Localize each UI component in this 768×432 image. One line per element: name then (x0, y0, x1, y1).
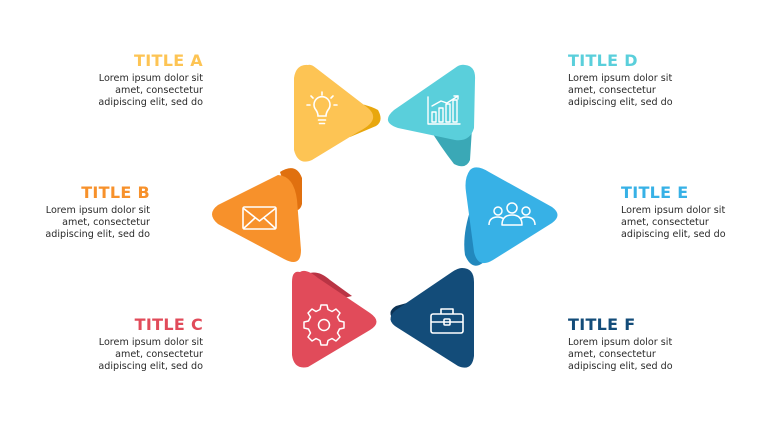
item-a-label: TITLE A Lorem ipsum dolor sit amet, cons… (3, 51, 203, 110)
item-c-title: TITLE C (134, 315, 203, 334)
lightbulb-icon (306, 91, 338, 125)
item-a-title: TITLE A (134, 51, 203, 70)
item-c-text: Lorem ipsum dolor sit amet, consectetur … (98, 337, 203, 373)
item-e-text: Lorem ipsum dolor sit amet, consectetur … (621, 205, 726, 241)
briefcase-icon (430, 308, 464, 334)
segment-e (464, 167, 558, 266)
item-f-title: TITLE F (568, 315, 636, 334)
item-d-text: Lorem ipsum dolor sit amet, consectetur … (568, 73, 673, 109)
segment-b (212, 168, 302, 262)
item-d-title: TITLE D (568, 51, 638, 70)
gear-icon (303, 304, 345, 346)
item-f-text: Lorem ipsum dolor sit amet, consectetur … (568, 337, 673, 373)
segment-a (294, 64, 381, 162)
item-b-title: TITLE B (81, 183, 150, 202)
segment-c (292, 270, 377, 368)
item-e-label: TITLE E Lorem ipsum dolor sit amet, cons… (621, 183, 768, 242)
users-icon (488, 202, 536, 226)
item-d-label: TITLE D Lorem ipsum dolor sit amet, cons… (568, 51, 768, 110)
item-b-label: TITLE B Lorem ipsum dolor sit amet, cons… (0, 183, 150, 242)
segment-f (390, 268, 474, 368)
item-c-label: TITLE C Lorem ipsum dolor sit amet, cons… (3, 315, 203, 374)
item-f-label: TITLE F Lorem ipsum dolor sit amet, cons… (568, 315, 768, 374)
item-e-title: TITLE E (621, 183, 689, 202)
segment-d (387, 64, 476, 167)
item-b-text: Lorem ipsum dolor sit amet, consectetur … (45, 205, 150, 241)
bar-chart-icon (427, 95, 461, 125)
envelope-icon (242, 206, 277, 230)
item-a-text: Lorem ipsum dolor sit amet, consectetur … (98, 73, 203, 109)
